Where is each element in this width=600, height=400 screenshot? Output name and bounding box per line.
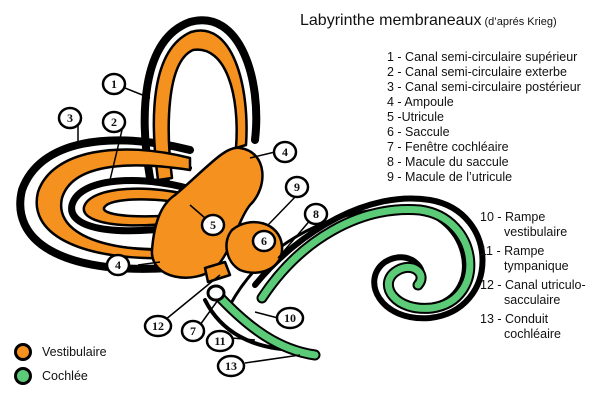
legend-item: 3 - Canal semi-circulaire postérieur [387, 80, 581, 95]
bubble-number: 10 [284, 311, 296, 325]
legend-item: 9 - Macule de l’utricule [387, 170, 581, 185]
legend-item-continuation: vestibulaire [504, 225, 568, 239]
leader-line [137, 261, 161, 266]
legend-item-text: 6 - Saccule [387, 125, 450, 139]
bubble-label-11: 11 [205, 329, 235, 353]
bubble-label-12: 12 [143, 314, 173, 338]
leader-line [189, 204, 206, 219]
legend-item: 1 - Canal semi-circulaire supérieur [387, 50, 581, 65]
legend-item-text: 2 - Canal semi-circulaire exterbe [387, 65, 567, 79]
legend-cochlear-label: Cochlée [42, 369, 88, 383]
bubble-number: 13 [225, 359, 237, 373]
legend-item: 2 - Canal semi-circulaire exterbe [387, 65, 581, 80]
bubble-number: 7 [190, 324, 196, 338]
legend-item-text: 1 - Canal semi-circulaire supérieur [387, 50, 578, 64]
utriculo-saccular-duct [203, 260, 232, 284]
page-title: Labyrinthe membraneaux (d’aprés Krieg) [300, 12, 557, 30]
bubble-label-8: 8 [303, 202, 329, 226]
leader-line [231, 337, 256, 341]
vestibular-swatch [14, 343, 32, 361]
bubble-label-1: 1 [101, 72, 127, 96]
cochlea-outline [252, 195, 486, 322]
legend-item-text: 3 - Canal semi-circulaire postérieur [387, 80, 581, 94]
bubble-label-4: 4 [272, 140, 298, 164]
legend-vestibular-label: Vestibulaire [42, 345, 107, 359]
legend-item-text: 4 - Ampoule [387, 95, 454, 109]
bubble-label-13: 13 [216, 354, 246, 378]
cochlear-duct-fill [211, 206, 474, 359]
superior-canal-outline [140, 16, 261, 182]
legend-item: 4 - Ampoule [387, 95, 581, 110]
cochlear-window [206, 284, 226, 302]
title-main: Labyrinthe membraneaux [300, 12, 482, 29]
bubble-label-2: 2 [101, 110, 127, 134]
leader-line [267, 194, 298, 226]
leader-line [254, 311, 279, 319]
legend-item-text: 9 - Macule de l’utricule [387, 170, 513, 184]
bubble-label-5: 5 [200, 213, 226, 237]
bubble-number: 11 [214, 334, 225, 348]
legend-item-text: 5 -Utricule [387, 110, 444, 124]
leader-line [164, 274, 221, 321]
legend-item-text: 8 - Macule du saccule [387, 155, 509, 169]
leader-line [109, 129, 123, 181]
legend-item-continuation: cochléaire [504, 327, 561, 341]
legend-item-text: 7 - Fenêtre cochléaire [387, 140, 509, 154]
bubble-number: 5 [210, 218, 216, 232]
bubble-number: 12 [152, 319, 164, 333]
leader-line [124, 87, 151, 99]
legend-item: 6 - Saccule [387, 125, 581, 140]
leader-line [199, 299, 219, 326]
bubble-label-4: 4 [105, 253, 131, 277]
legend-item-text: 13 - Conduit [480, 312, 549, 326]
legend-item-continuation: sacculaire [504, 293, 561, 307]
bubble-number: 1 [111, 77, 117, 91]
bubble-label-10: 10 [275, 306, 305, 330]
bubble-number: 4 [282, 145, 288, 159]
title-sub: (d’aprés Krieg) [481, 16, 557, 28]
bubble-number: 4 [115, 258, 121, 272]
bubble-number: 3 [67, 111, 73, 125]
legend-item: 5 -Utricule [387, 110, 581, 125]
leader-line [244, 354, 301, 364]
bubble-number: 2 [111, 115, 117, 129]
superior-canal-duct [152, 29, 248, 182]
lateral-canal-outline [68, 177, 209, 235]
cochlear-swatch [14, 367, 32, 385]
legend-item-text: 11 - Rampe [480, 244, 545, 258]
leader-line [277, 217, 313, 259]
legend-item-text: 10 - Rampe [480, 210, 546, 224]
bubble-label-9: 9 [284, 175, 310, 199]
bubble-number: 6 [261, 234, 267, 248]
bubble-number: 9 [294, 180, 300, 194]
bubble-label-7: 7 [180, 319, 206, 343]
leader-line [249, 151, 276, 159]
legend-cochlear: Cochlée [14, 367, 88, 385]
bubble-number: 8 [313, 207, 319, 221]
bubble-label-3: 3 [57, 106, 83, 130]
bubble-label-6: 6 [251, 229, 277, 253]
legend-item: 8 - Macule du saccule [387, 155, 581, 170]
legend-item: 12 - Canal utriculo-sacculaire [480, 278, 586, 308]
legend-item: 7 - Fenêtre cochléaire [387, 140, 581, 155]
legend-item-continuation: tympanique [504, 259, 569, 273]
legend-item-text: 12 - Canal utriculo- [480, 278, 586, 292]
legend-vestibular: Vestibulaire [14, 343, 107, 361]
